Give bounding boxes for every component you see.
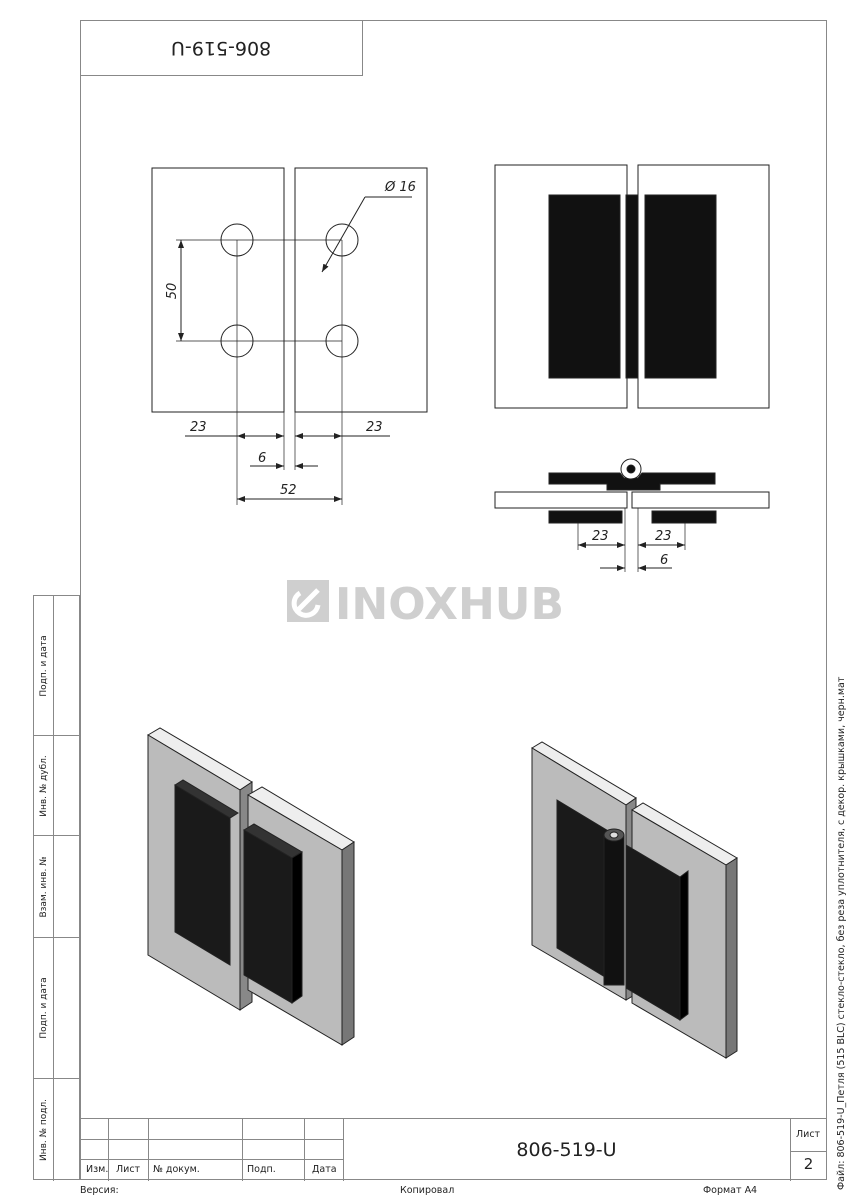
left-strip: Подп. и дата Инв. № дубл. Взам. инв. № П… — [33, 595, 81, 1181]
strip-cell: Подп. и дата — [34, 938, 81, 1079]
footer-version: Версия: — [80, 1185, 119, 1196]
header-list: Лист — [116, 1164, 141, 1175]
watermark-text: INOXHUB — [335, 579, 564, 630]
header-doc: № докум. — [153, 1164, 200, 1175]
sheet-label: Лист — [796, 1129, 821, 1140]
top-stamp: 806-519-U — [80, 20, 363, 76]
back-view — [494, 164, 770, 409]
dim-right: 23 — [366, 420, 383, 435]
dim-gap: 6 — [258, 451, 266, 466]
dim-diameter: Ø 16 — [384, 180, 416, 195]
strip-cell: Инв. № дубл. — [34, 736, 81, 836]
strip-cell: Подп. и дата — [34, 596, 81, 736]
iso-view-front — [147, 727, 355, 1046]
strip-cell: Инв. № подл. — [34, 1079, 81, 1181]
header-sign: Подп. — [247, 1164, 276, 1175]
section-dim-left: 23 — [592, 529, 609, 544]
designation: 806-519-U — [516, 1139, 617, 1161]
section-dim-right: 23 — [655, 529, 672, 544]
title-block: Изм. Лист № докум. Подп. Дата 806-519-U … — [80, 1118, 827, 1181]
footer-copied: Копировал — [400, 1185, 455, 1196]
header-izm: Изм. — [86, 1164, 109, 1175]
file-note: Файл: 806-519-U_Петля (515 BLC) стекло-с… — [836, 676, 847, 1190]
dim-left: 23 — [190, 420, 207, 435]
header-date: Дата — [312, 1164, 337, 1175]
footer-format: Формат А4 — [703, 1185, 758, 1196]
drawing-frame — [80, 20, 827, 1180]
iso-view-back — [531, 741, 738, 1059]
section-dim-gap: 6 — [660, 553, 668, 568]
watermark: INOXHUB — [287, 579, 564, 630]
dim-vertical: 50 — [165, 283, 180, 300]
strip-cell: Взам. инв. № — [34, 836, 81, 938]
sheet-number: 2 — [803, 1155, 814, 1173]
front-view — [151, 167, 428, 505]
dim-total: 52 — [280, 483, 297, 498]
section-view — [494, 458, 770, 572]
